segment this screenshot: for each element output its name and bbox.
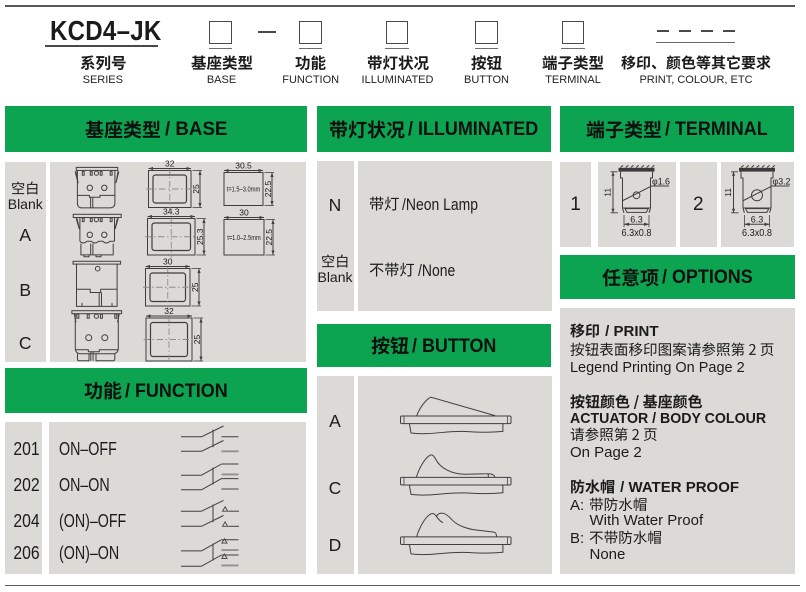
svg-text:25.3: 25.3 <box>195 228 205 245</box>
svg-text:φ3.2: φ3.2 <box>773 177 791 187</box>
svg-text:t=1.5–3.0mm: t=1.5–3.0mm <box>227 187 261 194</box>
svg-text:25: 25 <box>191 184 201 194</box>
svg-text:φ1.6: φ1.6 <box>652 177 670 187</box>
svg-text:22.5: 22.5 <box>263 180 273 197</box>
svg-text:6.3: 6.3 <box>751 214 764 224</box>
svg-text:25: 25 <box>192 335 202 345</box>
svg-text:6.3x0.8: 6.3x0.8 <box>622 228 652 239</box>
svg-text:22.5: 22.5 <box>264 229 274 246</box>
svg-text:25: 25 <box>190 282 200 292</box>
svg-text:30.5: 30.5 <box>235 161 252 171</box>
svg-text:t=1.0–2.5mm: t=1.0–2.5mm <box>227 235 261 242</box>
svg-text:11: 11 <box>603 188 613 197</box>
svg-text:32: 32 <box>165 159 175 169</box>
svg-text:11: 11 <box>723 188 733 197</box>
svg-text:30: 30 <box>163 257 173 267</box>
svg-text:34.3: 34.3 <box>163 207 180 217</box>
svg-text:30: 30 <box>239 208 249 218</box>
svg-text:6.3: 6.3 <box>630 214 643 224</box>
svg-text:6.3x0.8: 6.3x0.8 <box>742 228 772 239</box>
svg-text:32: 32 <box>164 306 174 316</box>
